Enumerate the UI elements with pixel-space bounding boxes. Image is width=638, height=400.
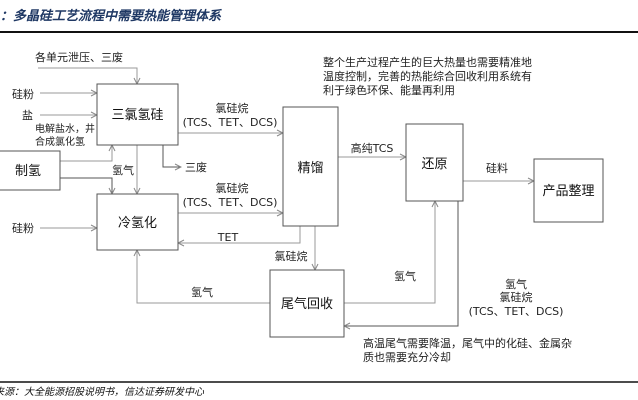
svg-text:尾气回收: 尾气回收 [281,296,333,312]
node-distillation: 精馏 [282,106,339,227]
chlorosilane-label-3: 氯硅烷 [275,249,308,263]
waste-arrow [162,145,181,167]
node-product-finishing: 产品整理 [533,158,604,223]
node-reduction: 还原 [405,123,464,202]
waste-label: 三废 [185,160,207,174]
hydrogen-label-2: 氢气 [191,285,213,299]
mix-label-1: (TCS、TET、DCS) [183,116,278,129]
edge-labels: 各单元泄压、三废 硅粉 盐 电解盐水，井 合成氯化氢 氯硅烷 (TCS、TET、… [12,50,563,318]
source-note: 来源：大全能源招股说明书，信达证券研发中心 [0,386,205,398]
hydrogen-to-reduce-arrow [344,201,435,304]
reduce-tailgas-arrow [344,201,459,326]
node-hydrogen-production: 制氢 [0,150,61,191]
si-material-label: 硅料 [486,161,508,175]
si-powder-label-1: 硅粉 [12,88,34,101]
vent-arrow [38,67,137,84]
hydrogen-return-arrow [137,250,270,304]
svg-text:整个生产过程产生的巨大热量也需要精准地: 整个生产过程产生的巨大热量也需要精准地 [323,55,532,69]
svg-text:制氢: 制氢 [15,164,41,179]
svg-text:还原: 还原 [421,157,447,172]
chlorosilane-label-2: 氯硅烷 [216,181,249,195]
si-powder-label-2: 硅粉 [12,222,34,235]
svg-text:产品整理: 产品整理 [542,184,594,199]
svg-text:温度控制，完善的热能综合回收利用系统有: 温度控制，完善的热能综合回收利用系统有 [323,69,532,83]
vent-label: 各单元泄压、三废 [35,50,123,64]
heat-note: 整个生产过程产生的巨大热量也需要精准地 温度控制，完善的热能综合回收利用系统有 … [323,55,532,97]
tet-arrow [178,226,301,243]
svg-text:质也需要充分冷却: 质也需要充分冷却 [363,350,451,364]
tail-note: 高温尾气需要降温，尾气中的化硅、金属杂 质也需要充分冷却 [363,336,572,364]
svg-text:高温尾气需要降温，尾气中的化硅、金属杂: 高温尾气需要降温，尾气中的化硅、金属杂 [363,336,572,350]
h2-to-cold-arrow [60,177,112,194]
hydrogen-label-3: 氢气 [394,269,416,283]
svg-text:冷氢化: 冷氢化 [118,216,157,231]
salt-note-2: 合成氯化氢 [35,135,85,148]
salt-label: 盐 [22,109,33,122]
svg-text:精馏: 精馏 [297,161,323,176]
chlorosilane-label-4: 氯硅烷 [500,290,533,304]
hydrogen-label-1: 氢气 [112,163,134,177]
hydrogen-label-4: 氢气 [505,277,527,291]
node-tailgas-recovery: 尾气回收 [269,269,345,338]
h2-to-tcs-arrow [60,145,112,162]
tet-label: TET [217,231,239,244]
node-cold-hydrogenation: 冷氢化 [96,193,179,251]
figure-title: ：多晶硅工艺流程中需要热能管理体系 [0,8,223,24]
node-tcs: 三氯氢硅 [96,83,179,146]
mix-label-2: (TCS、TET、DCS) [183,196,278,209]
connectors [38,67,534,326]
svg-text:三氯氢硅: 三氯氢硅 [111,108,163,123]
svg-text:利于绿色环保、能量再利用: 利于绿色环保、能量再利用 [323,83,455,97]
salt-note-1: 电解盐水，井 [35,122,95,135]
high-tcs-label: 高纯TCS [351,141,394,155]
chlorosilane-label-1: 氯硅烷 [216,101,249,115]
mix-label-3: (TCS、TET、DCS) [469,305,564,318]
